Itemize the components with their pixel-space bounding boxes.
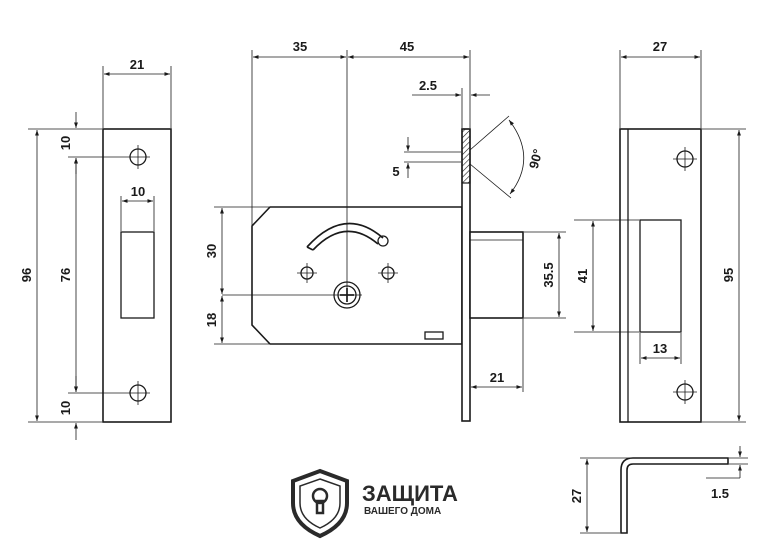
brand-logo: ЗАЩИТА ВАШЕГО ДОМА <box>291 468 458 539</box>
left-faceplate <box>102 128 172 423</box>
latch-arc-slot <box>306 222 384 248</box>
dim-angle-thickness: 1.5 <box>711 486 729 501</box>
strike-plate-view: 27 95 41 13 <box>574 39 746 423</box>
dim-left-slot-width: 10 <box>131 184 145 199</box>
dim-backset: 35 <box>293 39 307 54</box>
dim-faceplate-thickness: 2.5 <box>419 78 437 93</box>
dim-strike-slot-height: 41 <box>575 269 590 283</box>
hook-section-hatched <box>461 128 471 184</box>
shield-keyhole-icon <box>291 468 349 539</box>
strike-bottom-hole <box>673 380 697 404</box>
dim-left-plate-width: 21 <box>130 57 144 72</box>
dim-left-plate-height: 96 <box>19 268 34 282</box>
strike-plate <box>619 128 702 423</box>
dim-strike-width: 27 <box>653 39 667 54</box>
left-faceplate-view: 21 10 96 76 10 10 <box>19 57 172 440</box>
lock-body-view: 35 45 2.5 5 90° 30 18 35.5 21 <box>204 39 566 422</box>
dim-left-top-offset: 10 <box>58 136 73 150</box>
dim-left-hole-spacing: 76 <box>58 268 73 282</box>
dim-hook-angle: 90° <box>526 147 546 170</box>
logo-line1: ЗАЩИТА <box>362 481 458 506</box>
angle-profile-view: 27 1.5 <box>569 446 748 534</box>
dim-bolt-height: 35.5 <box>541 262 556 287</box>
dim-left-bottom-offset: 10 <box>58 401 73 415</box>
dim-front-depth: 45 <box>400 39 414 54</box>
dim-strike-height: 95 <box>721 268 736 282</box>
left-faceplate-bolt-slot <box>120 231 155 319</box>
dim-strike-slot-width: 13 <box>653 341 667 356</box>
dim-body-lower: 18 <box>204 313 219 327</box>
lock-case-notch <box>424 331 444 340</box>
dim-bolt-throw: 21 <box>490 370 504 385</box>
bottom-screw-hole <box>126 381 150 405</box>
strike-slot <box>639 219 682 333</box>
angle-profile <box>620 457 729 534</box>
dim-angle-leg: 27 <box>569 489 584 503</box>
top-screw-hole <box>126 145 150 169</box>
strike-top-hole <box>673 147 697 171</box>
logo-line2: ВАШЕГО ДОМА <box>364 506 441 517</box>
lock-case <box>251 206 463 345</box>
dim-body-upper: 30 <box>204 244 219 258</box>
dim-hook-offset: 5 <box>392 164 399 179</box>
lock-bolt <box>469 231 524 319</box>
